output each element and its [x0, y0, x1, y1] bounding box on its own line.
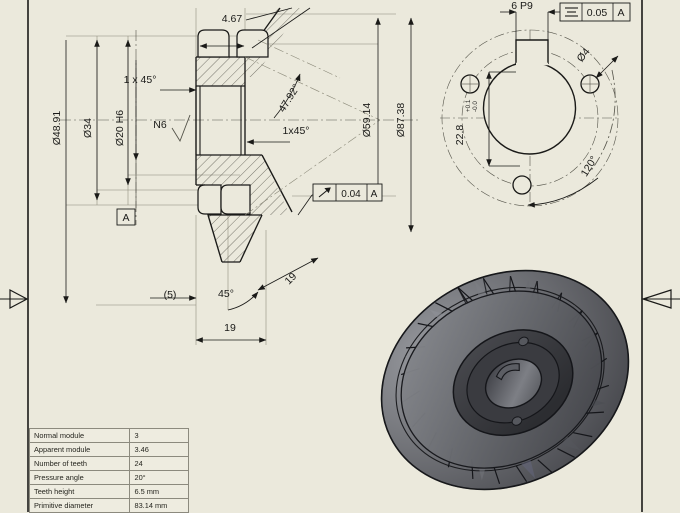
- dim-59-14: Ø59.14: [361, 103, 373, 138]
- dim-34: Ø34: [82, 118, 94, 138]
- runout-tolerance-frame: 0.04 A: [312, 183, 383, 202]
- dim-22-8: 22.8: [454, 125, 466, 146]
- spec-value: 83.14 mm: [129, 498, 189, 513]
- dim-47-92: 47.92°: [276, 82, 302, 114]
- dim-d4: Ø4: [575, 46, 593, 65]
- model-keyway: [495, 363, 520, 381]
- right-section-arrow-icon: [641, 289, 672, 309]
- spec-key: Number of teeth: [28, 456, 131, 471]
- model-hole-2: [511, 416, 523, 426]
- spec-value: 24: [129, 456, 189, 471]
- spec-key: Pressure angle: [28, 470, 131, 485]
- spec-value: 3: [129, 428, 189, 443]
- runout-datum: A: [371, 189, 378, 200]
- table-row: Apparent module 3.46: [28, 442, 189, 457]
- table-row: Normal module 3: [28, 428, 189, 443]
- tolerance-lower: -0.0: [472, 101, 479, 112]
- gear-3d-model: [380, 269, 630, 491]
- symmetry-icon: [565, 7, 578, 17]
- spec-key: Apparent module: [28, 442, 131, 457]
- hub-bore: [482, 61, 577, 155]
- symmetry-tolerance-frame: 0.05 A: [559, 2, 631, 22]
- symmetry-datum: A: [617, 7, 624, 19]
- spec-value: 3.46: [129, 442, 189, 457]
- dim-19-b: 19: [283, 270, 300, 287]
- model-hole-1: [518, 336, 529, 347]
- tolerance-upper: +0.1: [465, 99, 472, 112]
- section-view-geometry: [60, 7, 420, 345]
- spec-key: Normal module: [28, 428, 131, 443]
- dim-45: 45°: [218, 288, 234, 300]
- dim-5: (5): [164, 289, 177, 301]
- spec-value: 6.5 mm: [129, 484, 189, 499]
- table-row: Pressure angle 20°: [28, 470, 189, 485]
- section-dimension-lines: [63, 17, 414, 343]
- table-row: Teeth height 6.5 mm: [28, 484, 189, 499]
- gear-specification-table: Normal module 3 Apparent module 3.46 Num…: [28, 428, 189, 513]
- runout-icon: [318, 187, 331, 198]
- table-row: Number of teeth 24: [28, 456, 189, 471]
- table-row: Primitive diameter 83.14 mm: [28, 498, 189, 513]
- spec-key: Primitive diameter: [28, 498, 131, 513]
- datum-a-section: A: [116, 160, 137, 226]
- dim-87-38: Ø87.38: [395, 103, 407, 138]
- dim-48-91: Ø48.91: [51, 111, 63, 146]
- symmetry-value: 0.05: [587, 7, 608, 19]
- left-section-arrow-icon: [9, 289, 29, 309]
- surface-finish-label: N6: [153, 119, 167, 131]
- dim-6-p9: 6 P9: [511, 0, 533, 12]
- keyway: [515, 39, 549, 64]
- surface-finish-symbol-n6: [171, 114, 191, 143]
- runout-value: 0.04: [341, 189, 361, 200]
- hub-dimension-lines: [486, 9, 619, 208]
- hole-3: [512, 175, 532, 195]
- spec-value: 20°: [129, 470, 189, 485]
- dim-4-67: 4.67: [222, 13, 243, 25]
- datum-a-label: A: [122, 212, 129, 224]
- spec-key: Teeth height: [28, 484, 131, 499]
- dim-20-h6: Ø20 H6: [114, 110, 126, 146]
- dim-1x45-a: 1 x 45°: [124, 74, 157, 86]
- dim-1x45-b: 1x45°: [283, 125, 310, 137]
- dim-19-a: 19: [224, 322, 236, 334]
- tolerance-stack-22-8: +0.1 -0.0: [465, 99, 479, 112]
- hub-view-geometry: [440, 29, 620, 210]
